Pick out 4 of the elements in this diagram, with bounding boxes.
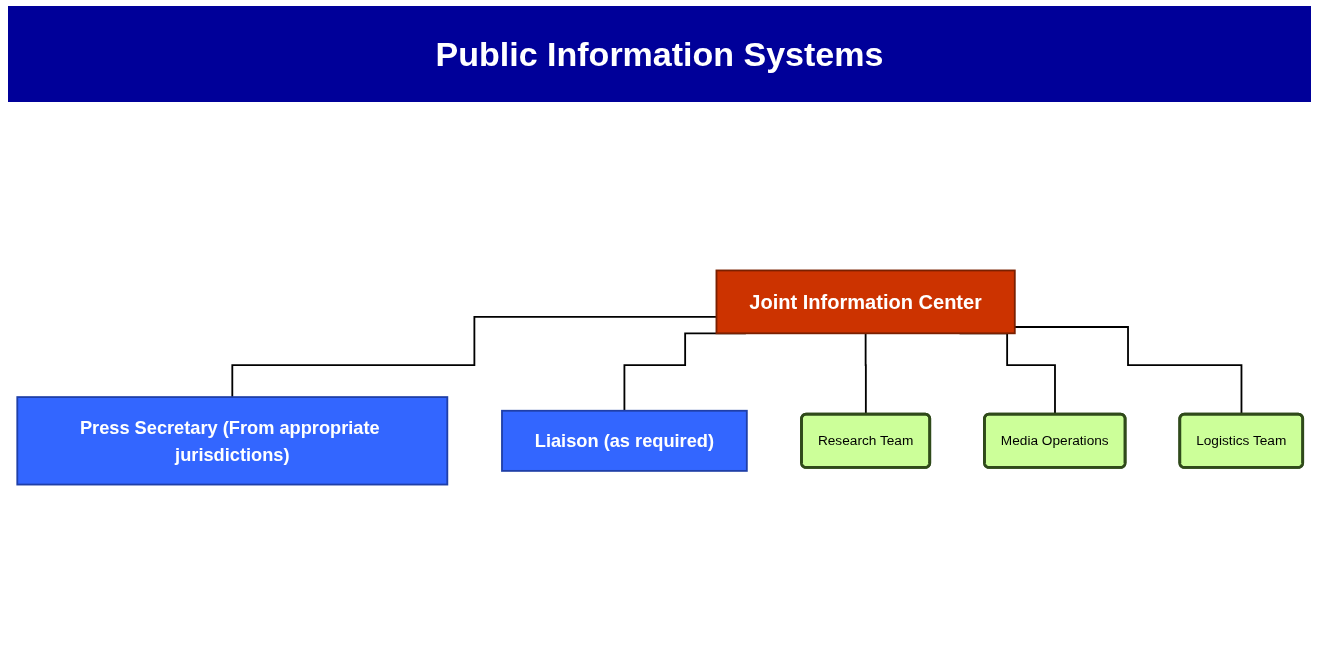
title-banner: Public Information Systems <box>8 6 1311 102</box>
node-box: Joint Information Center <box>715 269 1016 334</box>
node-box: Liaison (as required) <box>500 409 748 472</box>
node-box: Press Secretary (From appropriate jurisdictions) <box>15 395 448 485</box>
